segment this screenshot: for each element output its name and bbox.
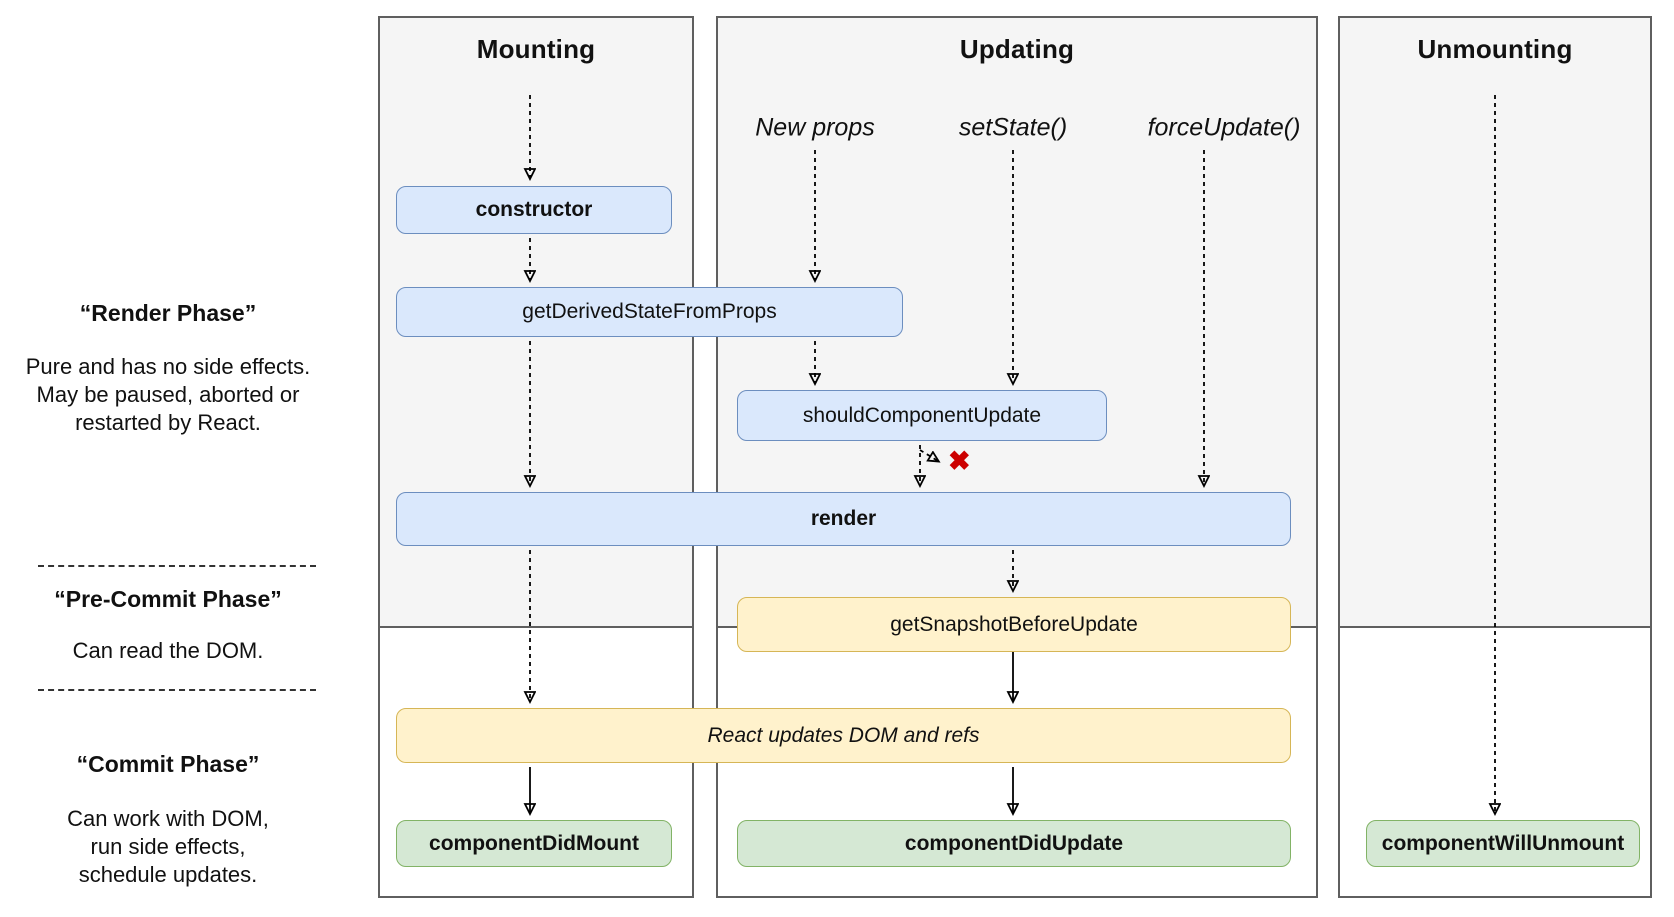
node-constructor-label: constructor	[475, 198, 593, 221]
column-title-updating: Updating	[959, 34, 1075, 64]
updating-column-panel	[716, 16, 1318, 898]
phase-desc-commit-line-2: run side effects,	[90, 834, 246, 859]
node-render: render	[396, 492, 1291, 546]
node-componentdidupdate-label: componentDidUpdate	[904, 831, 1124, 855]
node-shouldcomponentupdate-label: shouldComponentUpdate	[802, 403, 1042, 427]
trigger-label-setstate: setState()	[958, 113, 1068, 142]
column-title-mounting: Mounting	[476, 34, 596, 64]
phase-desc-commit-line-1: Can work with DOM,	[67, 806, 269, 831]
node-componentdidmount: componentDidMount	[396, 820, 672, 867]
phase-label-render: “Render Phase”	[79, 300, 257, 326]
phase-desc-render-line-2: May be paused, aborted or	[36, 382, 300, 407]
node-getsnapshotbeforeupdate-label: getSnapshotBeforeUpdate	[890, 612, 1138, 636]
node-componentwillunmount-label: componentWillUnmount	[1381, 831, 1625, 855]
trigger-label-forceupdate: forceUpdate()	[1147, 113, 1301, 142]
abort-x-icon: ✖	[948, 446, 971, 476]
phase-separator-top	[38, 565, 316, 567]
column-title-unmounting: Unmounting	[1417, 34, 1573, 64]
mounting-column-panel	[378, 16, 694, 898]
node-react-updates-dom-label: React updates DOM and refs	[707, 723, 980, 747]
node-componentwillunmount: componentWillUnmount	[1366, 820, 1640, 867]
node-constructor: constructor	[396, 186, 672, 234]
node-getderivedstatefromprops: getDerivedStateFromProps	[396, 287, 903, 337]
node-getderivedstatefromprops-label: getDerivedStateFromProps	[522, 300, 777, 323]
phase-label-pre-commit: “Pre-Commit Phase”	[54, 586, 282, 612]
node-getsnapshotbeforeupdate: getSnapshotBeforeUpdate	[737, 597, 1291, 652]
phase-desc-pre-commit-line-1: Can read the DOM.	[72, 638, 264, 663]
node-componentdidmount-label: componentDidMount	[429, 831, 639, 855]
phase-label-commit: “Commit Phase”	[76, 751, 260, 777]
unmounting-column-panel	[1338, 16, 1652, 898]
phase-separator-bottom	[38, 689, 316, 691]
phase-desc-render-line-1: Pure and has no side effects.	[25, 354, 311, 379]
phase-desc-commit-line-3: schedule updates.	[78, 862, 258, 887]
node-componentdidupdate: componentDidUpdate	[737, 820, 1291, 867]
node-react-updates-dom: React updates DOM and refs	[396, 708, 1291, 763]
node-render-label: render	[810, 507, 877, 530]
unmounting-render-phase-region	[1340, 18, 1650, 628]
trigger-label-new-props: New props	[755, 113, 875, 142]
phase-desc-render-line-3: restarted by React.	[75, 410, 261, 435]
node-shouldcomponentupdate: shouldComponentUpdate	[737, 390, 1107, 441]
